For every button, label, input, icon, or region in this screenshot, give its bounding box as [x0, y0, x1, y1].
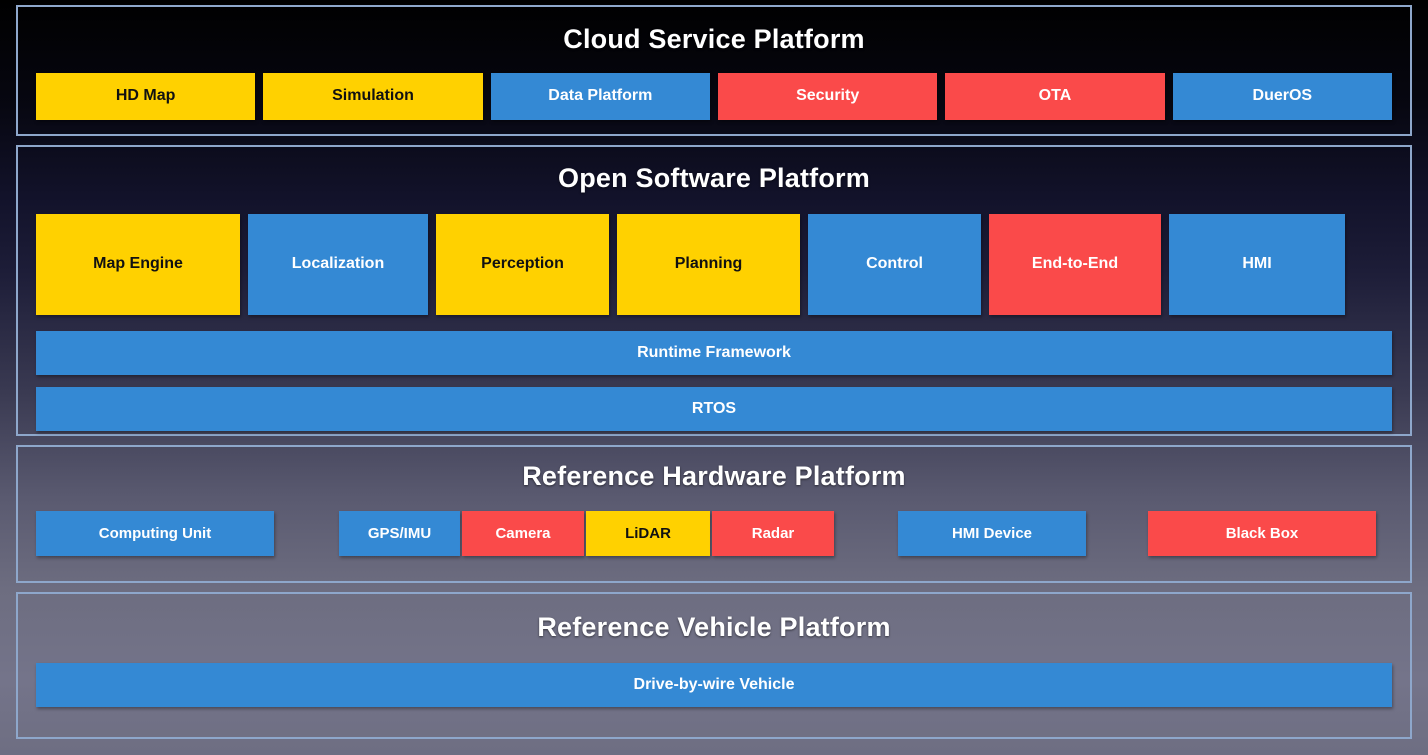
block-dueros[interactable]: DuerOS: [1172, 73, 1392, 120]
layer-panel-open-software-platform: Open Software Platform Map Engine Locali…: [16, 145, 1412, 436]
bar-runtime-framework[interactable]: Runtime Framework: [36, 331, 1392, 375]
panel-title-reference-hardware-platform: Reference Hardware Platform: [522, 461, 906, 491]
block-gps-imu[interactable]: GPS/IMU: [339, 511, 460, 556]
block-computing-unit[interactable]: Computing Unit: [36, 511, 274, 556]
block-localization[interactable]: Localization: [248, 214, 428, 315]
spacer-c: [1086, 511, 1148, 556]
block-hd-map[interactable]: HD Map: [36, 73, 256, 120]
block-radar[interactable]: Radar: [712, 511, 834, 556]
bar-rtos[interactable]: RTOS: [36, 387, 1392, 431]
panel-title-reference-vehicle-platform: Reference Vehicle Platform: [537, 612, 891, 642]
block-map-engine[interactable]: Map Engine: [36, 214, 240, 315]
block-data-platform[interactable]: Data Platform: [490, 73, 710, 120]
panel-title-open-software-platform: Open Software Platform: [558, 163, 870, 193]
layer-panel-cloud-service-platform: Cloud Service Platform HD Map Simulation…: [16, 5, 1412, 136]
software-block-row: Map Engine Localization Perception Plann…: [36, 214, 1392, 315]
block-control[interactable]: Control: [808, 214, 981, 315]
bar-drive-by-wire-vehicle[interactable]: Drive-by-wire Vehicle: [36, 663, 1392, 707]
block-perception[interactable]: Perception: [436, 214, 609, 315]
block-simulation[interactable]: Simulation: [263, 73, 483, 120]
block-planning[interactable]: Planning: [617, 214, 800, 315]
spacer-a: [274, 511, 339, 556]
block-hmi-device[interactable]: HMI Device: [898, 511, 1086, 556]
layer-panel-reference-hardware-platform: Reference Hardware Platform Computing Un…: [16, 445, 1412, 583]
panel-title-cloud-service-platform: Cloud Service Platform: [563, 24, 865, 54]
block-hmi[interactable]: HMI: [1169, 214, 1345, 315]
block-black-box[interactable]: Black Box: [1148, 511, 1376, 556]
spacer-b: [834, 511, 898, 556]
block-lidar[interactable]: LiDAR: [586, 511, 710, 556]
layer-panel-reference-vehicle-platform: Reference Vehicle Platform Drive-by-wire…: [16, 592, 1412, 739]
block-end-to-end[interactable]: End-to-End: [989, 214, 1161, 315]
block-camera[interactable]: Camera: [462, 511, 584, 556]
cloud-block-row: HD Map Simulation Data Platform Security…: [36, 73, 1392, 120]
block-ota[interactable]: OTA: [945, 73, 1165, 120]
hardware-block-row: Computing Unit GPS/IMU Camera LiDAR Rada…: [36, 511, 1392, 556]
block-security[interactable]: Security: [717, 73, 938, 120]
